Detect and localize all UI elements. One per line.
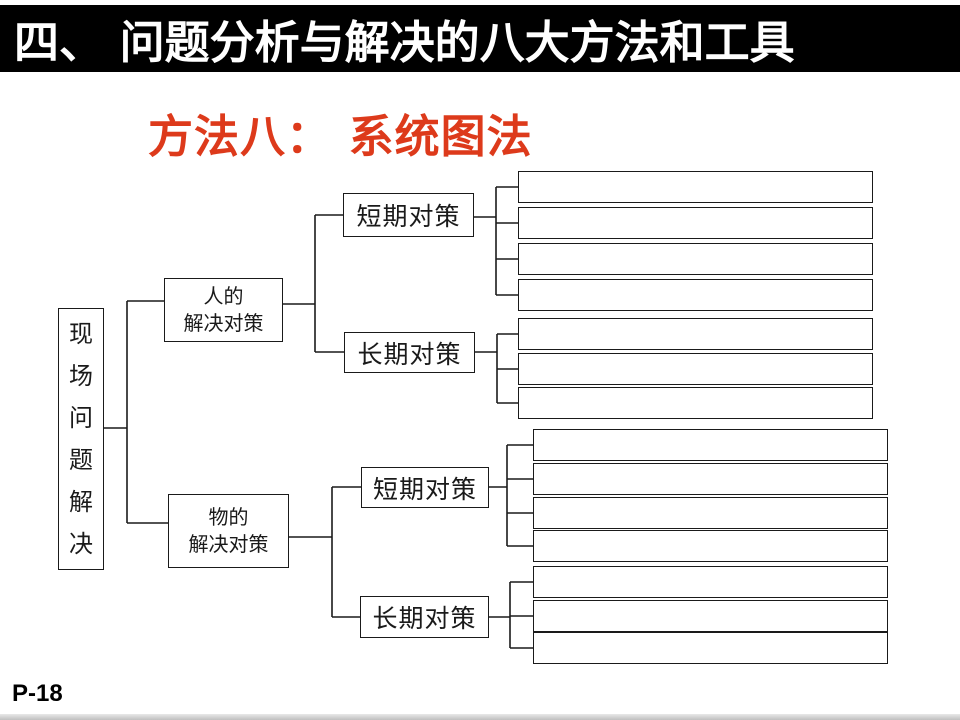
slide-bottom-edge [0,714,960,720]
mid-node-material-short-term: 短期对策 [361,467,489,508]
empty-measure-box [518,279,873,311]
empty-measure-box [518,171,873,203]
empty-measure-box [518,207,873,239]
header-bar: 四、 问题分析与解决的八大方法和工具 [0,5,960,72]
mid-node-people-short-term: 短期对策 [343,193,474,237]
empty-measure-box [533,463,888,495]
root-node-onsite-problem-solving: 现场问题解决 [58,308,104,570]
empty-measure-box [518,353,873,385]
mid-node-material-long-term: 长期对策 [360,596,489,638]
empty-measure-box [518,318,873,350]
slide-subtitle: 方法八： 系统图法 [148,110,533,163]
mid-node-people-long-term: 长期对策 [344,332,475,373]
branch-node-material-measures: 物的 解决对策 [168,494,289,568]
empty-measure-box [533,632,888,664]
branch-node-people-measures: 人的 解决对策 [164,278,283,342]
root-node-label: 现场问题解决 [69,320,93,558]
empty-measure-box [533,429,888,461]
empty-measure-box [533,566,888,598]
empty-measure-box [533,530,888,562]
empty-measure-box [533,497,888,529]
empty-measure-box [518,387,873,419]
page-number: P-18 [12,680,63,707]
header-title: 四、 问题分析与解决的八大方法和工具 [14,16,795,69]
empty-measure-box [518,243,873,275]
empty-measure-box [533,600,888,632]
